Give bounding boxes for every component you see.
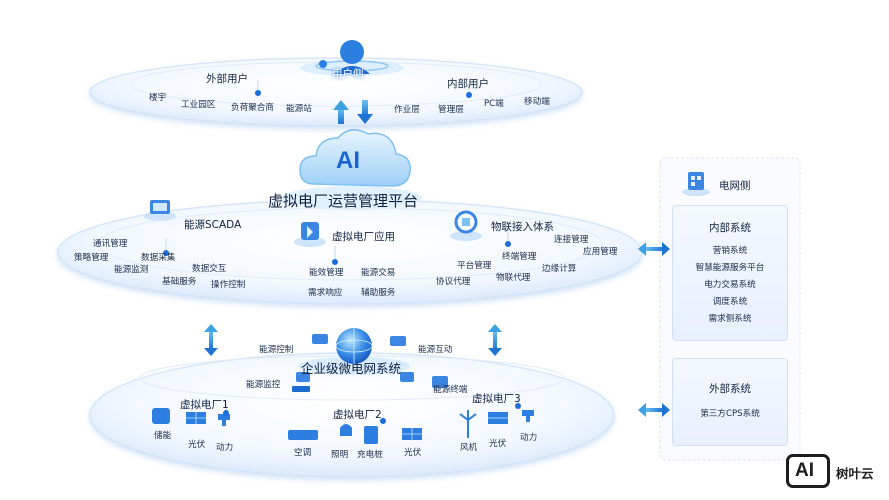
plant2-item: 光伏 [404,448,422,458]
plant1-item: 储能 [154,431,172,441]
arrow-platform-microgrid-right [488,324,502,356]
plant1-title: 虚拟电厂1 [180,399,229,411]
storage-icon [152,408,170,424]
iot-item: 物联代理 [496,273,531,283]
microgrid-label: 能源互动 [418,345,453,355]
external-systems-title: 外部系统 [709,383,751,395]
plant3-item: 动力 [520,433,538,443]
scada-dot [163,250,169,256]
user-layer-disc [89,57,583,127]
external-systems-box: 外部系统 第三方CPS系统 [672,358,788,446]
grid-side-icon [682,172,710,196]
external-user-item: 能源站 [286,104,312,114]
internal-systems-title: 内部系统 [709,222,751,234]
grid-side-title: 电网侧 [719,180,751,192]
microgrid-title: 企业级微电网系统 [301,361,402,376]
vpp-app-title: 虚拟电厂应用 [332,231,395,243]
scada-item: 通讯管理 [93,239,128,249]
microgrid-label: 能源终端 [433,385,468,395]
user-layer-title: 用户侧 [332,68,364,80]
microgrid-globe-icon [298,328,410,375]
internal-system-item: 调度系统 [712,297,748,307]
arrow-platform-grid [638,242,670,256]
vpp-app-icon [294,222,326,247]
iot-item: 边缘计算 [542,264,577,274]
plant-icons [152,408,534,444]
iot-item: 协议代理 [436,277,471,287]
ai-logo-text: AI [336,147,360,174]
iot-icon [450,210,482,241]
watermark-logo: AI 树叶云 [786,454,882,494]
plant2-dot [380,418,386,424]
external-user-item: 楼宇 [149,93,167,103]
internal-system-item: 需求侧系统 [708,314,752,324]
plant1-item: 光伏 [188,440,206,450]
internal-users-title: 内部用户 [447,78,489,90]
arrow-microgrid-grid [638,403,670,417]
vpp-app-dot [332,259,338,265]
iot-item: 平台管理 [457,261,492,271]
vpp-app-item: 能源交易 [361,268,396,278]
power-icon-1 [218,414,230,426]
user-side-icon [300,40,404,76]
plant3-item: 光伏 [489,439,507,449]
arrow-user-platform [333,100,373,124]
internal-user-item: 管理层 [438,105,464,115]
platform-title: 虚拟电厂运营管理平台 [268,192,419,210]
plant1-dot [223,410,229,416]
scada-item: 能源监测 [114,265,149,275]
scada-item: 基础服务 [162,277,197,287]
external-users-title: 外部用户 [206,73,248,85]
plant2-item: 充电桩 [357,450,383,460]
vpp-app-item: 能效管理 [309,268,344,278]
arrow-platform-microgrid-left [204,324,218,356]
power-icon-3 [522,410,534,422]
internal-user-item: 作业层 [394,105,420,115]
watermark-logo-text: AI [795,460,814,481]
plant3-title: 虚拟电厂3 [472,393,521,405]
plant1-item: 动力 [216,443,234,453]
iot-item: 应用管理 [583,247,618,257]
scada-item: 数据交互 [192,264,227,274]
internal-systems-box: 内部系统 营销系统 智慧能源服务平台 电力交易系统 调度系统 需求侧系统 [672,205,788,341]
microgrid-label: 能源控制 [259,345,294,355]
ac-icon [288,430,318,440]
scada-item: 策略管理 [74,253,109,263]
external-system-item: 第三方CPS系统 [700,409,760,419]
internal-system-item: 电力交易系统 [704,280,756,290]
ai-cloud-icon [282,129,422,210]
internal-system-item: 智慧能源服务平台 [695,263,765,273]
iot-item: 终端管理 [502,252,537,262]
internal-system-item: 营销系统 [712,246,748,256]
external-user-item: 负荷聚合商 [231,103,274,113]
iot-title: 物联接入体系 [491,221,554,233]
external-user-item: 工业园区 [181,100,216,110]
scada-title: 能源SCADA [184,219,242,231]
plant2-item: 空调 [294,448,312,458]
plant3-dot [515,403,521,409]
plant2-title: 虚拟电厂2 [333,409,382,421]
iot-dot [505,241,511,247]
microgrid-label: 能源监控 [246,380,281,390]
watermark-text: 树叶云 [836,466,874,481]
vpp-app-item: 辅助服务 [361,288,396,298]
microgrid-device-icons [292,334,448,392]
light-icon [340,424,352,436]
scada-item: 数据采集 [141,253,176,263]
watermark-logo-box: AI [786,454,830,488]
internal-users-dot [466,92,472,98]
plant3-item: 风机 [460,443,478,453]
scada-icon [144,200,176,221]
internal-user-item: PC端 [484,99,504,109]
vpp-app-item: 需求响应 [308,288,343,298]
charger-icon [364,426,378,444]
internal-user-item: 移动端 [524,97,550,107]
iot-item: 连接管理 [554,235,589,245]
external-users-dot [255,90,261,96]
scada-item: 操作控制 [211,280,246,290]
plant2-item: 照明 [331,450,349,460]
